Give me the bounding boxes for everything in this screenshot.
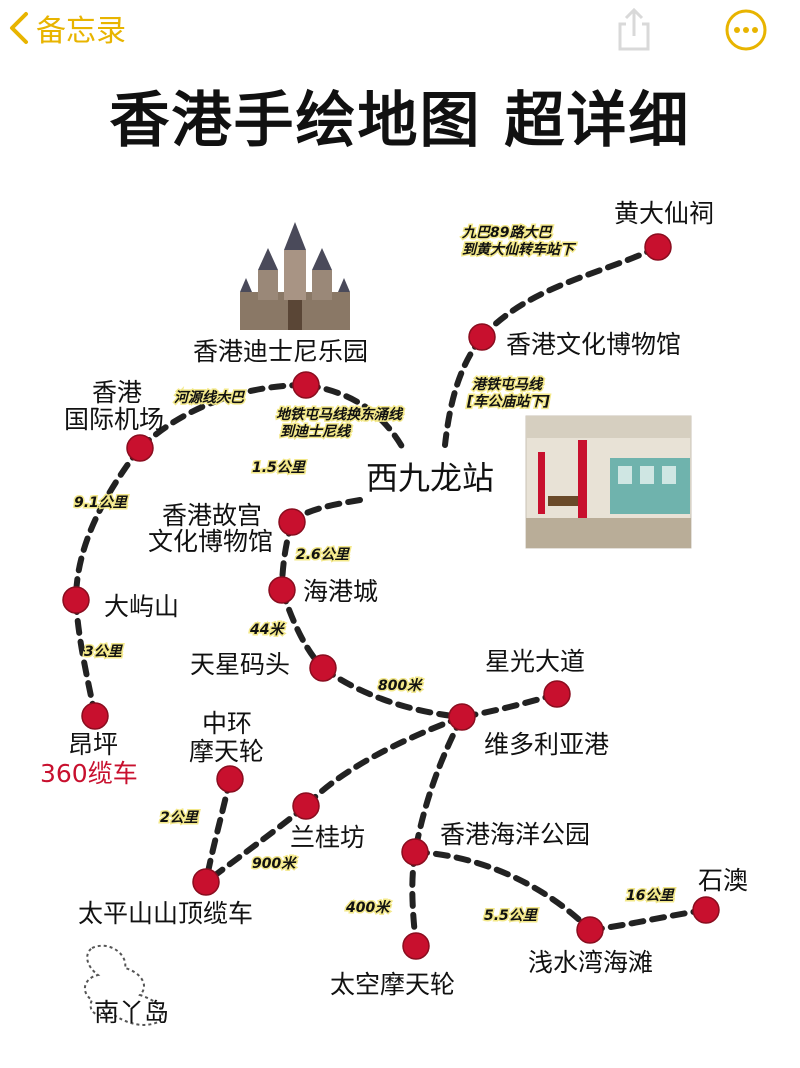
- label-peak-tram: 太平山山顶缆车: [78, 899, 253, 928]
- label-victoria-harbour: 维多利亚港: [484, 730, 609, 759]
- label-stanley: 石澳: [698, 866, 748, 895]
- stations: [62, 233, 720, 960]
- station-repulse-bay[interactable]: [576, 916, 604, 944]
- label-harbour-city: 海港城: [303, 577, 378, 606]
- station-ngong-ping[interactable]: [81, 702, 109, 730]
- station-victoria-harbour[interactable]: [448, 703, 476, 731]
- route-victoria-ocean: [412, 714, 465, 855]
- station-stanley[interactable]: [692, 896, 720, 924]
- route-airport-lantau: [73, 445, 143, 603]
- note-he-yuan-bus: 河源线大巴: [174, 389, 246, 406]
- disney-castle-illustration: [240, 222, 350, 330]
- route-wongtaisin-museum: [479, 244, 661, 340]
- label-ngong-ping-2: 360缆车: [40, 759, 138, 788]
- label-star-ferry: 天星码头: [190, 650, 290, 679]
- distance-9-1km: 9.1公里: [74, 495, 129, 511]
- distance-44m: 44米: [249, 621, 285, 638]
- label-lantau: 大屿山: [104, 592, 179, 621]
- label-lamma: 南丫岛: [94, 998, 169, 1027]
- station-lantau[interactable]: [62, 586, 90, 614]
- label-ocean-park: 香港海洋公园: [440, 820, 590, 849]
- note-disney-line-1: 地铁屯马线换东涌线: [276, 406, 404, 423]
- distance-400m: 400米: [345, 899, 391, 916]
- distance-2-6km: 2.6公里: [296, 547, 351, 563]
- share-icon: [618, 7, 650, 51]
- station-central-wheel[interactable]: [216, 765, 244, 793]
- note-bus-89-2: 到黄大仙转车站下: [462, 241, 577, 258]
- label-palace-museum-1: 香港故宫: [162, 501, 262, 530]
- page-title: 香港手绘地图 超详细: [109, 86, 691, 156]
- station-disneyland[interactable]: [292, 371, 320, 399]
- route-victoria-lkf: [303, 714, 465, 809]
- station-harbour-city[interactable]: [268, 576, 296, 604]
- more-icon: [725, 9, 767, 51]
- distance-2km: 2公里: [160, 810, 200, 826]
- route-notes: 九巴89路大巴 到黄大仙转车站下 港铁屯马线 [车公庙站下] 河源线大巴 地铁屯…: [173, 223, 579, 442]
- station-avenue-of-stars[interactable]: [543, 680, 571, 708]
- route-star-victoria: [320, 665, 465, 720]
- share-button[interactable]: [612, 6, 656, 52]
- back-button[interactable]: 备忘录: [8, 8, 126, 49]
- note-disney-line-2: 到迪士尼线: [280, 423, 352, 440]
- top-navigation-bar: 备忘录: [0, 0, 800, 60]
- label-space-wheel: 太空摩天轮: [330, 970, 455, 999]
- back-label: 备忘录: [36, 14, 126, 49]
- label-museum-heritage: 香港文化博物馆: [506, 330, 681, 359]
- distance-5-5km: 5.5公里: [484, 908, 539, 924]
- distance-16km: 16公里: [626, 888, 675, 904]
- route-ocean-repulse: [412, 849, 593, 933]
- label-avenue-of-stars: 星光大道: [485, 647, 585, 676]
- station-wong-tai-sin[interactable]: [644, 233, 672, 261]
- place-labels: 黄大仙祠 香港文化博物馆 香港迪士尼乐园 香港 国际机场 西九龙站 香港故宫 文…: [40, 199, 748, 1027]
- distance-1-5km: 1.5公里: [252, 460, 307, 476]
- distance-800m: 800米: [378, 677, 423, 694]
- station-illustration: [525, 415, 692, 549]
- label-airport-2: 国际机场: [64, 405, 164, 434]
- label-central-2: 摩天轮: [189, 737, 264, 766]
- note-mtr-tuen-ma-2: [车公庙站下]: [466, 393, 550, 410]
- label-ngong-ping-1: 昂坪: [68, 730, 118, 759]
- station-space-wheel[interactable]: [402, 932, 430, 960]
- station-palace-museum[interactable]: [278, 508, 306, 536]
- lamma-island-outline: [83, 944, 164, 1026]
- station-museum-heritage[interactable]: [468, 323, 496, 351]
- station-airport[interactable]: [126, 434, 154, 462]
- label-central-1: 中环: [202, 709, 252, 738]
- label-west-kowloon: 西九龙站: [366, 459, 494, 497]
- label-disneyland: 香港迪士尼乐园: [193, 337, 368, 366]
- route-ocean-space: [409, 849, 419, 949]
- route-repulse-stanley: [587, 907, 709, 933]
- route-avenue-victoria: [459, 691, 560, 720]
- note-bus-89-1: 九巴89路大巴: [461, 224, 553, 241]
- chevron-left-icon: [10, 12, 28, 44]
- label-airport-1: 香港: [92, 378, 142, 407]
- station-ocean-park[interactable]: [401, 838, 429, 866]
- route-wheel-peak: [203, 776, 233, 885]
- label-wong-tai-sin: 黄大仙祠: [614, 199, 714, 228]
- station-peak-tram[interactable]: [192, 868, 220, 896]
- station-star-ferry[interactable]: [309, 654, 337, 682]
- more-button[interactable]: [724, 8, 768, 52]
- label-palace-museum-2: 文化博物馆: [148, 527, 273, 556]
- label-lan-kwai-fong: 兰桂坊: [290, 823, 365, 852]
- route-airport-disney: [137, 382, 309, 451]
- distance-3km: 3公里: [84, 644, 124, 660]
- label-repulse-bay: 浅水湾海滩: [528, 948, 653, 977]
- distance-labels: 9.1公里 1.5公里 2.6公里 44米 800米 3公里 2公里 900米 …: [73, 459, 677, 926]
- note-mtr-tuen-ma-1: 港铁屯马线: [472, 376, 544, 393]
- station-lan-kwai-fong[interactable]: [292, 792, 320, 820]
- distance-900m: 900米: [252, 855, 297, 872]
